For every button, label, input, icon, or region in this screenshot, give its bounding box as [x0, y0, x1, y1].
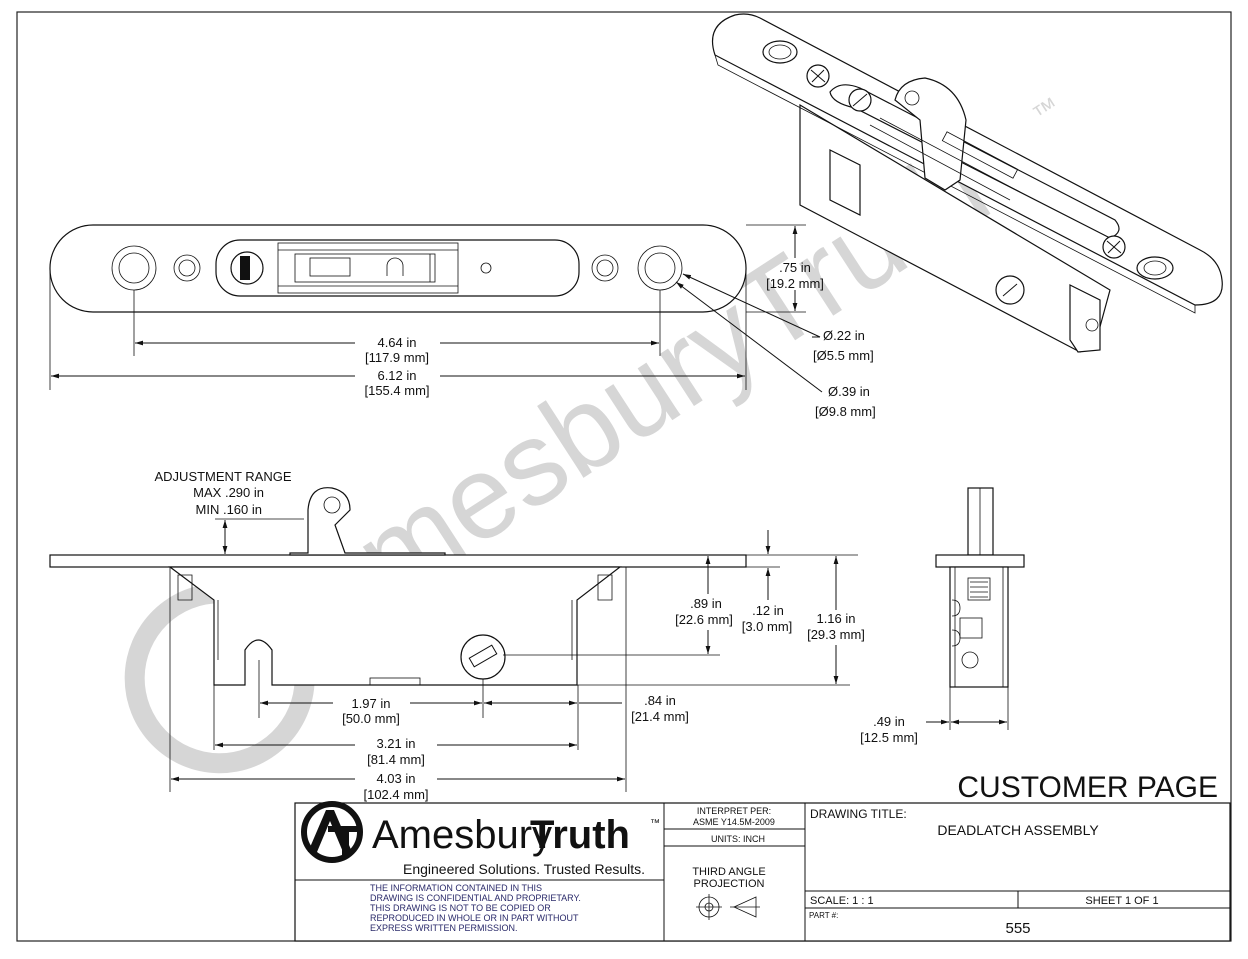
latch [289, 487, 446, 556]
faceplate-edge [49, 554, 747, 568]
dim-012-in: .12 in [752, 603, 784, 618]
dim-049-in: .49 in [873, 714, 905, 729]
third-angle-projection-icon [696, 894, 760, 920]
adjust-title: ADJUSTMENT RANGE [155, 469, 292, 484]
dim-length-in: 6.12 in [377, 368, 416, 383]
tagline: Engineered Solutions. Trusted Results. [403, 861, 645, 877]
logo-text-light: Amesbury [372, 813, 552, 857]
drawing-title: DEADLATCH ASSEMBLY [937, 822, 1099, 838]
dim-spacing-in: 4.64 in [377, 335, 416, 350]
dim-084-mm: [21.4 mm] [631, 709, 689, 724]
projection-line1: THIRD ANGLE [692, 866, 765, 878]
dim-321-in: 3.21 in [376, 736, 415, 751]
latch-slot [215, 239, 580, 297]
company-logo: Amesbury Truth ™ [301, 801, 660, 863]
dim-height-mm: [19.2 mm] [766, 276, 824, 291]
customer-page-label: CUSTOMER PAGE [957, 771, 1218, 804]
svg-text:EXPRESS WRITTEN PERMISSION.: EXPRESS WRITTEN PERMISSION. [370, 923, 518, 933]
logo-monogram-icon [301, 801, 363, 863]
dim-012-mm: [3.0 mm] [742, 619, 793, 634]
screw-hole-right [591, 254, 619, 282]
dim-hole-small-mm: [Ø5.5 mm] [813, 348, 874, 363]
faceplate-end [935, 554, 1025, 568]
confidentiality-notice: THE INFORMATION CONTAINED IN THIS DRAWIN… [370, 883, 581, 933]
dim-length-mm: [155.4 mm] [364, 383, 429, 398]
screw-hole-left [173, 254, 201, 282]
body-end [949, 566, 1009, 688]
adjust-min: MIN .160 in [196, 502, 262, 517]
dim-403-mm: [102.4 mm] [363, 787, 428, 802]
dim-116-in: 1.16 in [816, 611, 855, 626]
svg-text:REPRODUCED IN WHOLE OR IN PART: REPRODUCED IN WHOLE OR IN PART WITHOUT [370, 913, 579, 923]
dim-197-mm: [50.0 mm] [342, 711, 400, 726]
end-view: .49 in [12.5 mm] [860, 487, 1025, 745]
projection-line2: PROJECTION [694, 878, 765, 890]
side-view: ADJUSTMENT RANGE MAX .290 in MIN .160 in… [49, 469, 865, 802]
logo-text-bold: Truth [530, 813, 630, 857]
title-block: Amesbury Truth ™ Engineered Solutions. T… [294, 801, 1231, 942]
dim-hole-large-in: Ø.39 in [828, 384, 870, 399]
dim-116-mm: [29.3 mm] [807, 627, 865, 642]
dim-height-in: .75 in [779, 260, 811, 275]
isometric-view [711, 13, 1223, 353]
pin-hole [480, 262, 492, 274]
part-number: 555 [1005, 920, 1030, 937]
dim-403-in: 4.03 in [376, 771, 415, 786]
drawing-title-label: DRAWING TITLE: [810, 807, 907, 821]
dim-089-in: .89 in [690, 596, 722, 611]
svg-text:DRAWING IS CONFIDENTIAL AND PR: DRAWING IS CONFIDENTIAL AND PROPRIETARY. [370, 893, 581, 903]
dim-089-mm: [22.6 mm] [675, 612, 733, 627]
scale: SCALE: 1 : 1 [810, 895, 874, 907]
part-label: PART #: [809, 911, 838, 920]
dim-084-in: .84 in [644, 693, 676, 708]
dim-197-in: 1.97 in [351, 696, 390, 711]
sheet-number: SHEET 1 OF 1 [1085, 895, 1158, 907]
top-view: .75 in [19.2 mm] Ø.22 in [Ø5.5 mm] Ø.39 … [49, 224, 876, 419]
latch-end [967, 487, 994, 556]
latch-body [168, 566, 622, 686]
iso-latch [894, 77, 967, 191]
dim-049-mm: [12.5 mm] [860, 730, 918, 745]
svg-text:THIS DRAWING IS NOT TO BE COPI: THIS DRAWING IS NOT TO BE COPIED OR [370, 903, 551, 913]
units: UNITS: INCH [711, 834, 765, 844]
watermark-tm: ™ [1027, 91, 1065, 130]
dim-spacing-mm: [117.9 mm] [365, 350, 429, 365]
dim-321-mm: [81.4 mm] [367, 752, 425, 767]
adjust-max: MAX .290 in [193, 485, 264, 500]
interpret-value: ASME Y14.5M-2009 [693, 817, 775, 827]
svg-text:THE INFORMATION CONTAINED IN T: THE INFORMATION CONTAINED IN THIS [370, 883, 542, 893]
interpret-label: INTERPRET PER: [697, 806, 771, 816]
dim-hole-large-mm: [Ø9.8 mm] [815, 404, 876, 419]
logo-tm: ™ [650, 818, 660, 829]
dim-hole-small-in: Ø.22 in [823, 328, 865, 343]
